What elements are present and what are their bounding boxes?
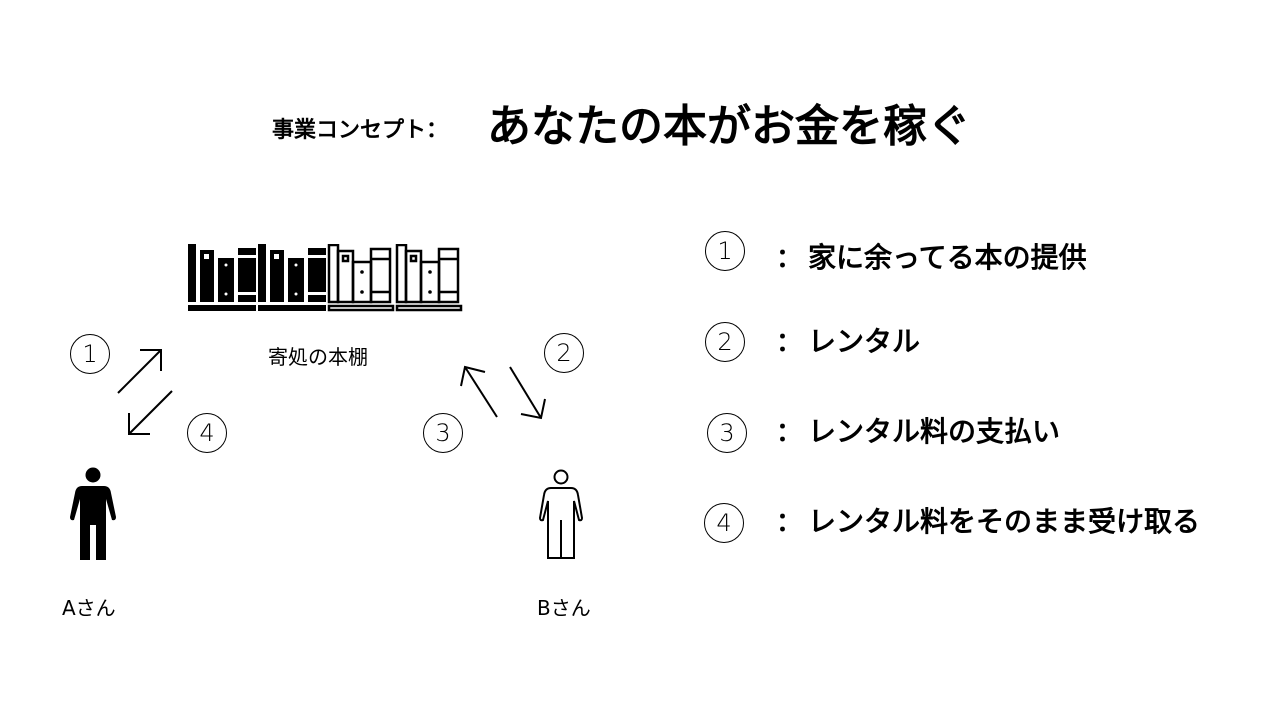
- step-colon: ：: [776, 418, 803, 448]
- step-marker-4: 4: [187, 413, 227, 453]
- step-colon: ：: [776, 508, 803, 538]
- person-a-icon: [70, 467, 116, 560]
- step-number: 4: [704, 503, 744, 543]
- arrow-a-to-shelf: [117, 349, 162, 394]
- person-b-label: Bさん: [537, 596, 591, 620]
- step-text: レンタル料の支払い: [808, 415, 1061, 448]
- step-text: レンタル: [808, 325, 921, 358]
- person-b-icon: [538, 469, 584, 559]
- step-number: 3: [707, 413, 747, 453]
- bookshelf-icon: [188, 244, 463, 312]
- step-text: レンタル料をそのまま受け取る: [808, 505, 1201, 538]
- step-text: 家に余ってる本の提供: [808, 241, 1087, 274]
- step-marker-3: 3: [423, 413, 463, 453]
- step-marker-2: 2: [544, 333, 584, 373]
- arrow-b-to-shelf: [460, 365, 498, 418]
- step-number: 1: [705, 231, 745, 271]
- bookshelf-label: 寄処の本棚: [268, 345, 368, 369]
- arrow-shelf-to-b: [509, 366, 546, 420]
- step-colon: ：: [776, 244, 803, 274]
- step-colon: ：: [776, 328, 803, 358]
- arrow-shelf-to-a: [128, 390, 173, 435]
- page-title: あなたの本がお金を稼ぐ: [487, 101, 971, 152]
- title-prefix: 事業コンセプト：: [272, 118, 449, 143]
- step-marker-1: 1: [70, 334, 110, 374]
- person-a-label: Aさん: [62, 596, 116, 620]
- step-number: 2: [705, 322, 745, 362]
